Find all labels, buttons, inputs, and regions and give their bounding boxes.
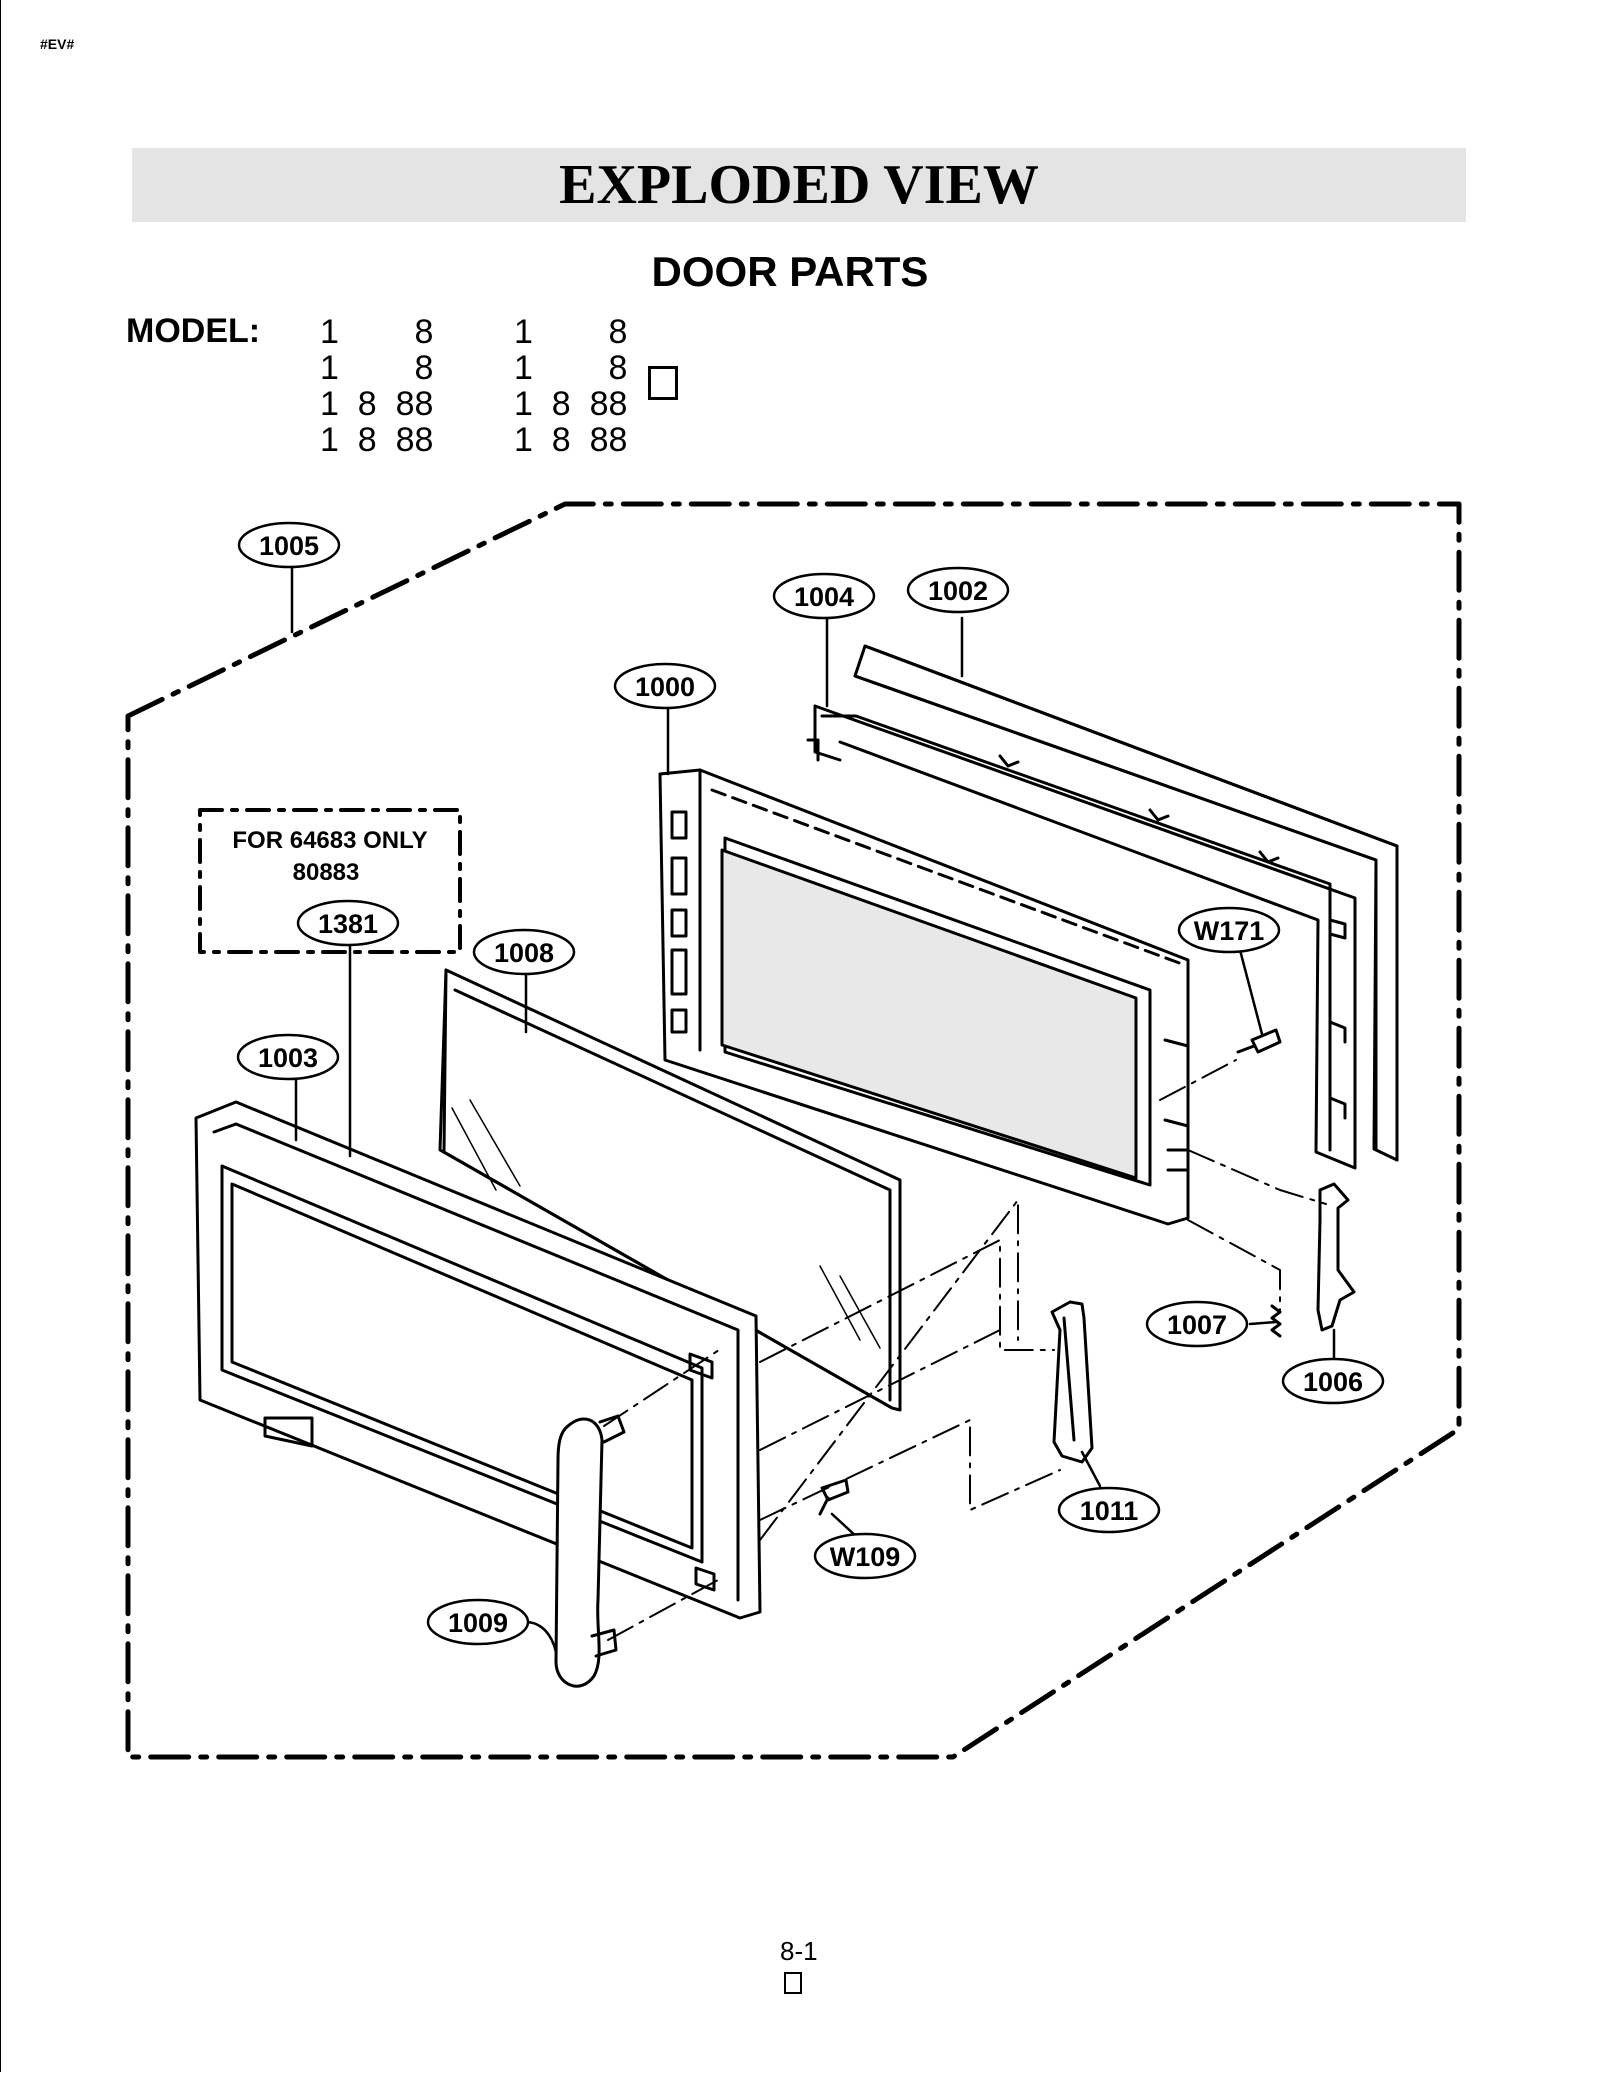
- model-label: MODEL:: [126, 312, 261, 350]
- part-w109-screw: [818, 1478, 850, 1516]
- part-1000-inner-frame: [658, 768, 1190, 1226]
- callout-1011: [1057, 1486, 1161, 1534]
- callout-label-1009: 1009: [448, 1608, 508, 1638]
- part-1004-choke-frame: [806, 704, 1357, 1170]
- part-1011-latch: [1050, 1300, 1094, 1464]
- note-line-1: FOR 64683 ONLY: [232, 827, 427, 854]
- part-w171-screw: [1236, 1028, 1282, 1054]
- model-list: 1 8 1 8 1 8 1 8 1 8 88 1 8 88 1 8 88 1 8…: [320, 314, 708, 458]
- callout-1006: [1281, 1357, 1385, 1405]
- header-tag: #EV#: [40, 36, 75, 52]
- callout-label-w171: W171: [1194, 916, 1265, 946]
- model-number: 1 8 88: [320, 421, 434, 459]
- title-band: EXPLODED VIEW: [132, 148, 1466, 222]
- model-number: 1 8: [320, 349, 434, 387]
- callout-1005: [237, 521, 341, 569]
- callout-w109: [813, 1532, 917, 1580]
- model-row: 1 8 88 1 8 88: [320, 422, 708, 458]
- page-subtitle: DOOR PARTS: [651, 248, 929, 295]
- diagram-boundary: [125, 501, 1462, 1760]
- model-row: 1 8 88 1 8 88: [320, 386, 708, 422]
- callout-1009: [426, 1598, 530, 1646]
- model-number: 1 8 88: [514, 421, 628, 459]
- callout-ovals: [236, 521, 1385, 1646]
- callout-label-1003: 1003: [258, 1043, 318, 1073]
- part-1009-handle: [554, 1414, 626, 1688]
- assembly-guide-lines: [603, 1059, 1327, 1641]
- callout-label-w109: W109: [830, 1542, 901, 1572]
- callout-label-1002: 1002: [928, 576, 988, 606]
- model-row: 1 8 1 8: [320, 314, 708, 350]
- callout-1000: [613, 662, 717, 710]
- model-number: 1 8: [514, 349, 628, 387]
- callout-w171: [1177, 906, 1281, 954]
- note-line-2: 80883: [293, 859, 360, 886]
- part-1006-latch-hook: [1316, 1182, 1356, 1332]
- callout-1008: [472, 928, 576, 976]
- model-number: 1 8: [320, 313, 434, 351]
- callout-label-1006: 1006: [1303, 1367, 1363, 1397]
- callout-1002: [906, 566, 1010, 614]
- callout-label-1381: 1381: [318, 909, 378, 939]
- callout-1004: [772, 572, 876, 620]
- part-1003-front-panel: [194, 1100, 762, 1620]
- placeholder-box-glyph: [648, 366, 678, 400]
- callout-label-1007: 1007: [1167, 1310, 1227, 1340]
- callout-1003: [236, 1033, 340, 1081]
- callout-label-1004: 1004: [794, 582, 854, 612]
- model-number: 1 8 88: [320, 385, 434, 423]
- model-row: 1 8 1 8: [320, 350, 708, 386]
- callout-1007: [1145, 1300, 1249, 1348]
- model-number: 1 8: [514, 313, 628, 351]
- note-box: [198, 808, 462, 954]
- placeholder-box-glyph: [784, 1972, 802, 1994]
- callout-label-1000: 1000: [635, 672, 695, 702]
- callout-label-1005: 1005: [259, 531, 319, 561]
- page-number: 8-1: [780, 1936, 818, 1966]
- callout-1381: [296, 899, 400, 947]
- page-title: EXPLODED VIEW: [559, 154, 1039, 216]
- part-1002-rear-panel: [853, 644, 1399, 1162]
- leader-lines: [290, 566, 1336, 1654]
- callout-label-1011: 1011: [1080, 1496, 1139, 1526]
- model-number: 1 8 88: [514, 385, 628, 423]
- callout-label-1008: 1008: [494, 938, 554, 968]
